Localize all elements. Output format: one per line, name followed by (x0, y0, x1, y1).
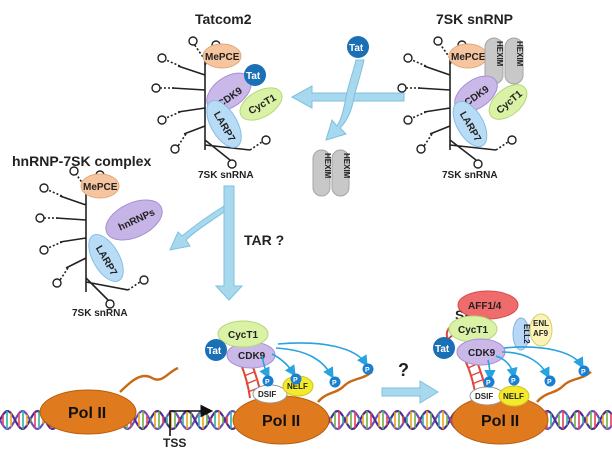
7sk-snrnp-title: 7SK snRNP (436, 11, 513, 27)
phospho-sec-3 (544, 375, 556, 387)
pol2-enzyme-left (39, 389, 137, 435)
phospho-mid-1-label: P (265, 379, 270, 386)
phospho-sec-3-label: P (547, 379, 552, 386)
tat-free-protein (347, 36, 369, 58)
larp7-protein-hnrnp (88, 234, 124, 282)
phospho-mid-3-label: P (332, 380, 337, 387)
hexim-free-2 (331, 149, 350, 197)
aff-label: AFF1/4 (468, 301, 502, 312)
pol2-sec-complex: AFF1/4 ELL2 ENL AF9 CycT1 CDK9 Tat Pol I… (433, 290, 592, 445)
phospho-mid-3 (329, 376, 341, 388)
pol2-left: Pol II TSS (39, 366, 214, 450)
pol2-label-left: Pol II (68, 405, 106, 422)
nelf-label-sec: NELF (503, 392, 524, 401)
mepce-protein-hnrnp (80, 173, 120, 199)
tat-protein-sec (433, 337, 455, 359)
phospho-mid-2-label: P (293, 377, 298, 384)
pol2-ctd-tail-left (119, 366, 179, 393)
phospho-mid-1 (262, 375, 274, 387)
phospho-arrow-sec-4 (503, 346, 584, 369)
enl-af9-protein (529, 313, 553, 347)
tar-question-label: TAR ? (244, 232, 284, 248)
phospho-sec-2-label: P (511, 378, 516, 385)
pol2-ctd-tail-mid (317, 371, 373, 403)
mepce-protein (202, 43, 242, 69)
cyct1-protein (239, 87, 283, 121)
hexim-free-label-2: HEXIM (342, 153, 351, 179)
phospho-group-mid: P P P P (262, 363, 374, 388)
tss-label: TSS (163, 436, 186, 450)
sec-question-label: ? (398, 360, 409, 380)
cdk9-label-mid: CDK9 (238, 351, 266, 362)
tatcom2-complex: MePCE CDK9 CycT1 LARP7 Tat 7SK snRNA (151, 36, 283, 181)
arrow-to-sec: ? (381, 360, 439, 404)
pol2-ctd-tail-sec (536, 371, 592, 403)
pol2-label-mid: Pol II (262, 413, 300, 430)
exchange-arrow-down (325, 59, 365, 141)
mepce-label: MePCE (205, 52, 240, 63)
nelf-label-mid: NELF (287, 382, 308, 391)
larp7-protein-snrnp (452, 100, 488, 148)
hexim-label-1: HEXIM (495, 41, 504, 67)
hexim-protein-2 (504, 37, 524, 85)
phospho-arrow-sec-3 (501, 351, 550, 379)
tatcom2-title: Tatcom2 (195, 11, 252, 27)
mepce-label-snrnp: MePCE (451, 52, 486, 63)
phospho-mid-4 (362, 363, 374, 375)
hnrnp-7sk-complex: MePCE hnRNPs LARP7 7SK snRNA (35, 166, 163, 319)
sec-transition-arrow (381, 380, 439, 404)
tat-protein (244, 64, 266, 86)
dsif-label-sec: DSIF (475, 392, 493, 401)
phospho-sec-2 (508, 374, 520, 386)
cyct1-label-sec: CycT1 (458, 325, 488, 336)
phospho-sec-1 (483, 376, 495, 388)
cdk9-label-sec: CDK9 (468, 348, 496, 359)
hexim-label-2: HEXIM (515, 41, 524, 67)
tat-exchange-arrows: Tat HEXIM HEXIM (290, 36, 405, 197)
hexim-free-1 (312, 149, 331, 197)
cyct1-label-mid: CycT1 (228, 330, 258, 341)
ell2-label: ELL2 (522, 324, 531, 344)
nelf-protein-sec (498, 385, 530, 407)
phospho-mid-4-label: P (365, 367, 370, 374)
phospho-group-sec: P P P P (483, 365, 590, 388)
tar-split-arrow: TAR ? (169, 185, 284, 301)
hexim-free-label-1: HEXIM (323, 153, 332, 179)
phospho-arrow-mid-4 (277, 342, 368, 367)
af9-label: AF9 (533, 329, 549, 338)
mepce-label-hnrnp: MePCE (83, 182, 118, 193)
phospho-sec-1-label: P (486, 380, 491, 387)
7sk-snrnp-complex: MePCE HEXIM HEXIM CDK9 CycT1 LARP7 7SK s… (397, 36, 528, 181)
phospho-arrow-mid-1 (259, 355, 270, 379)
cyct1-protein-snrnp (488, 84, 528, 120)
phospho-sec-4 (578, 365, 590, 377)
phospho-arrow-mid-3 (275, 347, 334, 379)
tat-label: Tat (246, 71, 261, 82)
tat-free-label: Tat (349, 43, 364, 54)
pol2-middle-complex: CDK9 CycT1 Tat Pol II DSIF NELF P P P P (205, 320, 374, 445)
tar-arrow-left (169, 205, 225, 251)
enl-label: ENL (533, 319, 549, 328)
ell2-protein (512, 317, 530, 351)
tss-arrow (169, 404, 214, 436)
tat-label-sec: Tat (435, 344, 450, 355)
7sk-snrna-label: 7SK snRNA (198, 170, 254, 181)
7sk-snrna-label-hnrnp: 7SK snRNA (72, 308, 128, 319)
phospho-arrow-mid-2 (271, 353, 296, 377)
tar-arrow-down (214, 185, 244, 301)
hnrnp-7sk-complex-title: hnRNP-7SK complex (12, 153, 151, 169)
pol2-label-sec: Pol II (481, 413, 519, 430)
phospho-mid-2 (290, 373, 302, 385)
phospho-sec-4-label: P (581, 369, 586, 376)
larp7-protein (206, 100, 242, 148)
phospho-arrow-sec-2 (495, 355, 518, 380)
hnrnps-protein (105, 199, 163, 241)
tat-label-mid: Tat (207, 346, 222, 357)
tat-protein-mid (205, 339, 227, 361)
7sk-snrna-label-snrnp: 7SK snRNA (442, 170, 498, 181)
dsif-label-mid: DSIF (258, 390, 276, 399)
cyct1-protein-mid (217, 320, 269, 348)
